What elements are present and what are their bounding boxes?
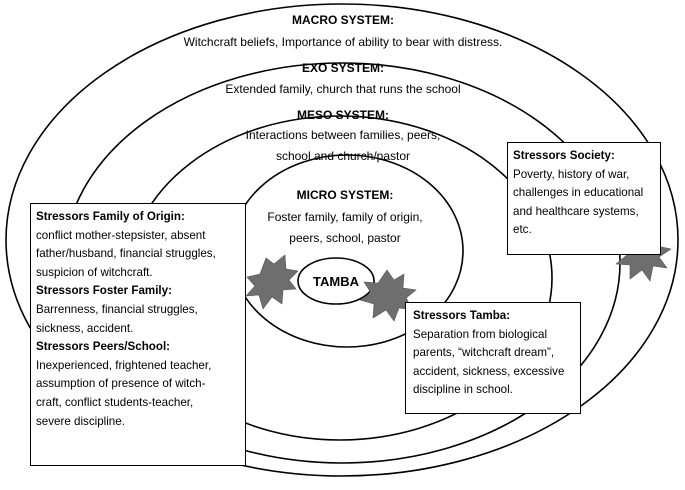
macro-system-title: MACRO SYSTEM: bbox=[292, 13, 394, 27]
stressors-society-title: Stressors Society: bbox=[513, 149, 615, 162]
stressors-left-box: Stressors Family of Origin: conflict mot… bbox=[30, 203, 246, 466]
stress-burst-icon bbox=[245, 254, 299, 310]
macro-system-ring bbox=[5, 3, 679, 477]
micro-system-text-line: peers, school, pastor bbox=[289, 231, 400, 245]
meso-system-text-line: school and church/pastor bbox=[276, 149, 410, 163]
tamba-center-ring bbox=[297, 257, 375, 305]
stressors-foster-family-title: Stressors Foster Family: bbox=[36, 284, 172, 298]
stressors-tamba-box: Stressors Tamba: Separation from biologi… bbox=[405, 302, 581, 414]
stress-burst-icon bbox=[359, 269, 417, 322]
stressors-tamba-title: Stressors Tamba: bbox=[413, 309, 511, 322]
stressors-family-origin-title: Stressors Family of Origin: bbox=[36, 210, 185, 223]
macro-system-text: Witchcraft beliefs, Importance of abilit… bbox=[184, 35, 503, 49]
stressors-tamba-text: Separation from biological parents, “wit… bbox=[413, 327, 565, 397]
tamba-center-label: TAMBA bbox=[313, 274, 360, 289]
exo-system-text: Extended family, church that runs the sc… bbox=[225, 82, 460, 96]
meso-system-title: MESO SYSTEM: bbox=[297, 108, 389, 122]
stressors-family-origin-text: conflict mother-stepsister, absent fathe… bbox=[36, 228, 216, 279]
stressors-society-text: Poverty, history of war, challenges in e… bbox=[513, 167, 644, 237]
meso-system-text-line: Interactions between families, peers, bbox=[246, 128, 441, 142]
micro-system-title: MICRO SYSTEM: bbox=[297, 188, 394, 202]
micro-system-text-line: Foster family, family of origin, bbox=[267, 210, 422, 224]
stressors-peers-school-text: Inexperienced, frightened teacher, assum… bbox=[36, 358, 212, 428]
stressors-society-box: Stressors Society: Poverty, history of w… bbox=[507, 142, 661, 255]
stressors-peers-school-title: Stressors Peers/School: bbox=[36, 340, 171, 354]
exo-system-title: EXO SYSTEM: bbox=[302, 61, 384, 75]
stressors-foster-family-text: Barrenness, financial struggles, sicknes… bbox=[36, 302, 198, 335]
